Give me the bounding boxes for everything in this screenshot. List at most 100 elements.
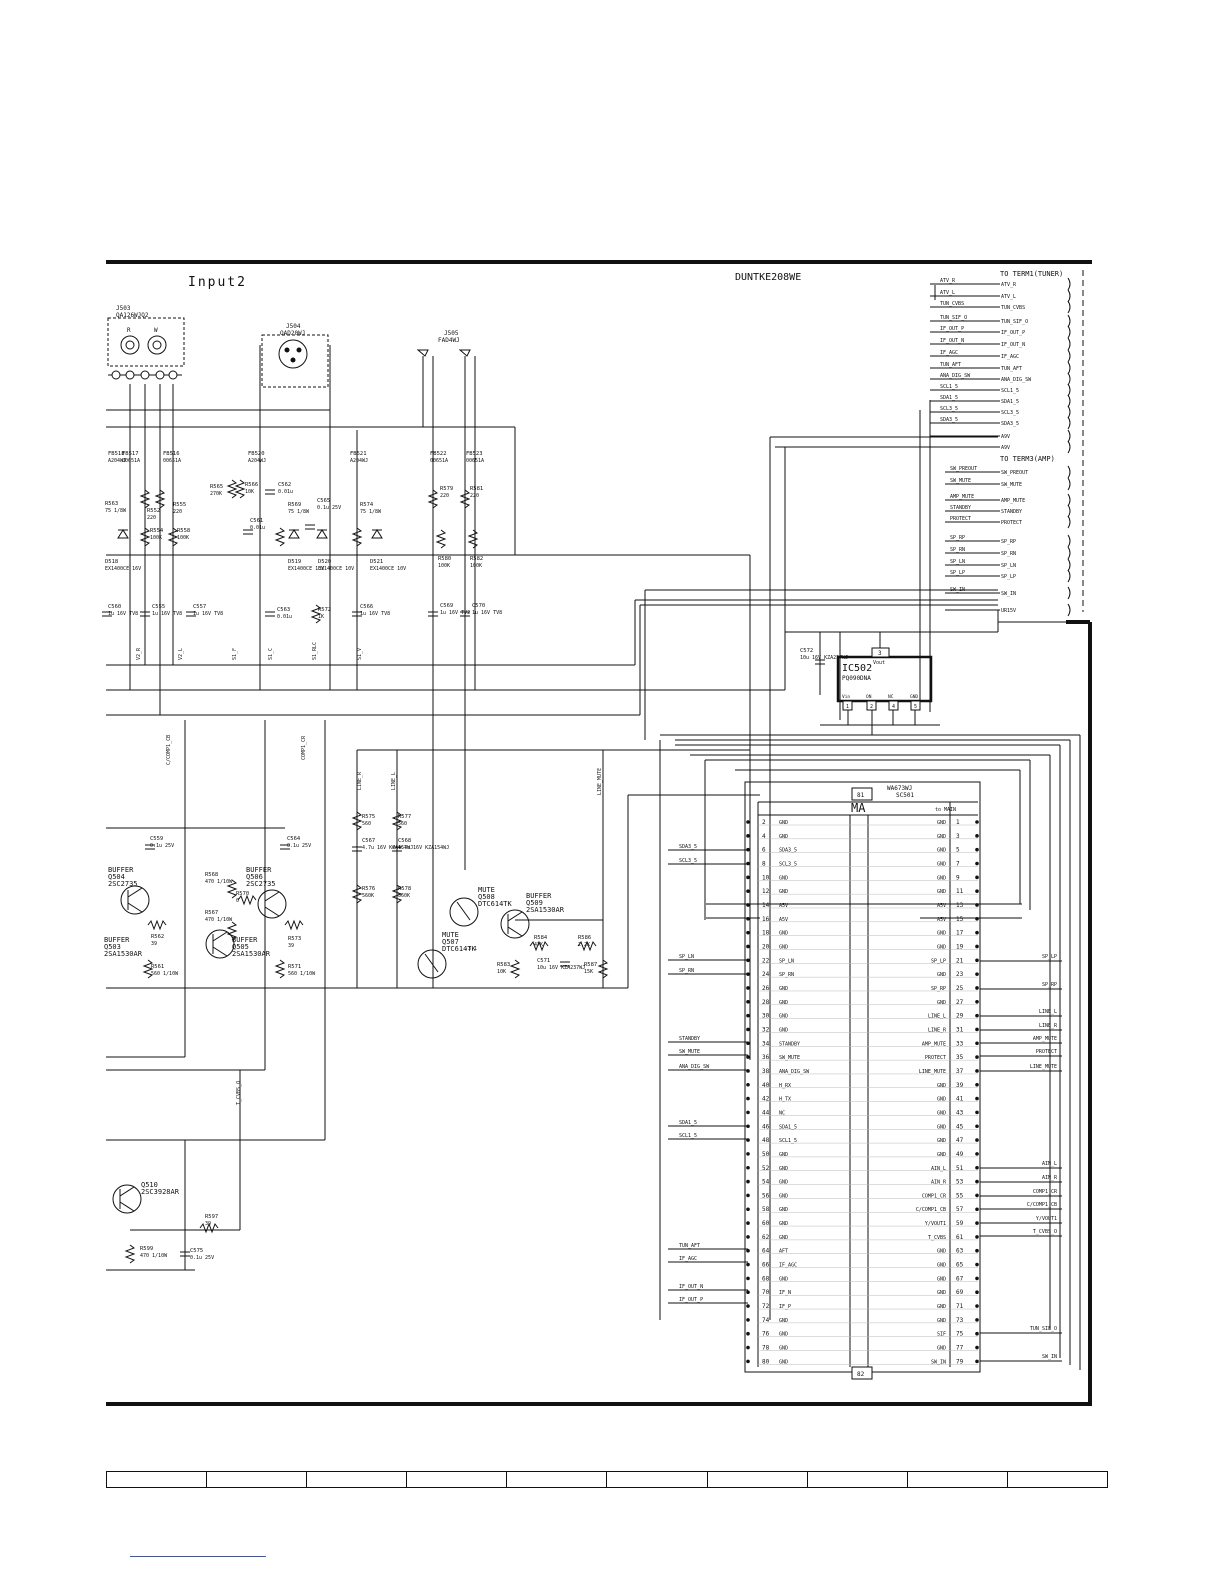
sc501-left-pad: [746, 1165, 750, 1170]
sc501-right-pad: [975, 1041, 979, 1046]
term1-bracket: [1067, 394, 1071, 408]
component-ref: D521: [370, 559, 383, 565]
sc501-left-pin-num: 72: [762, 1303, 770, 1310]
sc501-right-pad: [975, 1221, 979, 1225]
sc501-left-pad: [746, 1290, 750, 1295]
sc501-right-pad: [975, 1359, 979, 1364]
component-ref: R576: [362, 886, 375, 892]
net-label-vertical: S1_F: [232, 648, 238, 660]
sc501-left-pad: [746, 1304, 750, 1308]
component-value: 0: [236, 898, 239, 904]
sc501-right-signal: GND: [937, 861, 946, 867]
term3-net-label: SW_MUTE: [950, 478, 971, 484]
component-value: EX1400CE 16V: [105, 566, 141, 572]
sc501-right-signal: AMP_MUTE: [922, 1041, 946, 1047]
sc501-left-pin-num: 28: [762, 999, 770, 1006]
transistor-symbols: [112, 885, 530, 1214]
sc501-right-pin-num: 7: [956, 860, 960, 867]
sc501-left-pad: [746, 834, 750, 838]
component-ref: C568: [398, 838, 411, 844]
term1-pin-label: IF_OUT_N: [1001, 342, 1025, 348]
term1-pin-label: SCL3_5: [1001, 410, 1019, 416]
term1-bracket: [1067, 277, 1071, 291]
sc501-left-pin-num: 80: [762, 1358, 770, 1365]
sc501-right-pin-num: 31: [956, 1026, 964, 1033]
sc501-right-signal: SW_IN: [931, 1359, 946, 1365]
ic502-ref: IC502: [842, 663, 872, 674]
term3-pin-label: SP_LN: [1001, 563, 1016, 569]
sc501-left-signal: GND: [779, 1000, 788, 1006]
sc501-right-pad: [975, 999, 979, 1004]
sc501-left-pin-num: 10: [762, 874, 770, 881]
term1-bracket: [1067, 405, 1071, 419]
sc501-left-pad: [746, 1027, 750, 1032]
sc501-left-pin-num: 44: [762, 1109, 770, 1116]
sc501-left-signal: GND: [779, 1221, 788, 1227]
net-label-right: T_CVBS_O: [1033, 1229, 1057, 1235]
net-label-left: SCL3_5: [679, 858, 697, 864]
sc501-right-pin-num: 43: [956, 1109, 964, 1116]
component-value: 0.01u: [278, 489, 293, 495]
sc501-left-pad: [746, 1193, 750, 1198]
sc501-right-pin-num: 61: [956, 1234, 964, 1241]
term1-title: TO TERM1(TUNER): [1000, 270, 1063, 278]
j503-ref: J503: [116, 305, 131, 312]
component-value: 1u 16V TV8: [193, 611, 223, 617]
sc501-left-pin-num: 78: [762, 1345, 770, 1352]
sc501-left-signal: SDA1_5: [779, 1124, 797, 1130]
sc501-left-pad: [746, 1179, 750, 1184]
sc501-left-signal: GND: [779, 1180, 788, 1186]
component-value: 2.2K: [578, 942, 590, 948]
term1-bracket: [1067, 289, 1071, 303]
sc501-left-pin-num: 38: [762, 1068, 770, 1075]
component-value: 10u 16V KZA237WJ: [537, 965, 585, 971]
sc501-right-signal: GND: [937, 820, 946, 826]
transistor-ref: Q508: [478, 893, 495, 901]
net-label-vertical: C/COMP1_CB: [166, 735, 172, 765]
component-value: 1u 16V TV8: [152, 611, 182, 617]
sc501-right-signal: GND: [937, 1290, 946, 1296]
net-label-left: IF_OUT_N: [679, 1284, 703, 1290]
sc501-right-pad: [975, 889, 979, 893]
sc501-left-pin-num: 40: [762, 1082, 770, 1089]
sc501-right-pad: [975, 1110, 979, 1115]
sc501-right-pin-num: 17: [956, 930, 964, 937]
sc501-right-pad: [975, 1179, 979, 1184]
sc501-right-pin-num: 57: [956, 1206, 964, 1213]
sc501-right-pad: [975, 1290, 979, 1295]
component-value: 100K: [150, 535, 162, 541]
term1-bracket: [1067, 314, 1071, 328]
sc501-pin-top: 81: [857, 792, 865, 799]
sc501-right-pin-num: 3: [956, 833, 960, 840]
sc501-left-signal: GND: [779, 875, 788, 881]
footer-link-underline[interactable]: [130, 1556, 266, 1557]
term1-pin-label: ATV_R: [1001, 282, 1017, 288]
term3-connector: SW_PREOUTSW_PREOUTSW_MUTESW_MUTEAMP_MUTE…: [945, 465, 1071, 617]
component-value: 0.1u 25V: [190, 1255, 214, 1261]
sc501-right-pad: [975, 1331, 979, 1336]
sc501-right-signal: GND: [937, 972, 946, 978]
component-value: 00651A: [466, 458, 484, 464]
transistor-type: 2SC3928AR: [141, 1188, 180, 1196]
component-value: 100K: [470, 563, 482, 569]
sc501-left-pad: [746, 1013, 750, 1018]
component-value: 100K: [177, 535, 189, 541]
transistor-function: BUFFER: [526, 892, 552, 900]
term3-pin-label: SW_IN: [1001, 591, 1016, 597]
term1-pin-label: ATV_L: [1001, 294, 1016, 300]
sc501-right-pin-num: 25: [956, 985, 964, 992]
sc501-right-pin-num: 55: [956, 1192, 964, 1199]
component-value: 0.1u 25V: [150, 843, 174, 849]
sc501-right-signal: GND: [937, 1152, 946, 1158]
component-ref: C559: [150, 836, 163, 842]
sc501-left-pin-num: 76: [762, 1331, 770, 1338]
component-ref: R552: [147, 508, 160, 514]
term1-bracket: [1067, 337, 1071, 351]
j503-w-label: W: [154, 327, 158, 334]
term3-bracket: [1067, 504, 1071, 518]
component-ref: C566: [360, 604, 373, 610]
term1-bracket: [1067, 429, 1071, 443]
sc501-left-pin-num: 18: [762, 930, 770, 937]
component-value: 0.01u: [277, 614, 292, 620]
transistor-function: MUTE: [442, 931, 459, 939]
